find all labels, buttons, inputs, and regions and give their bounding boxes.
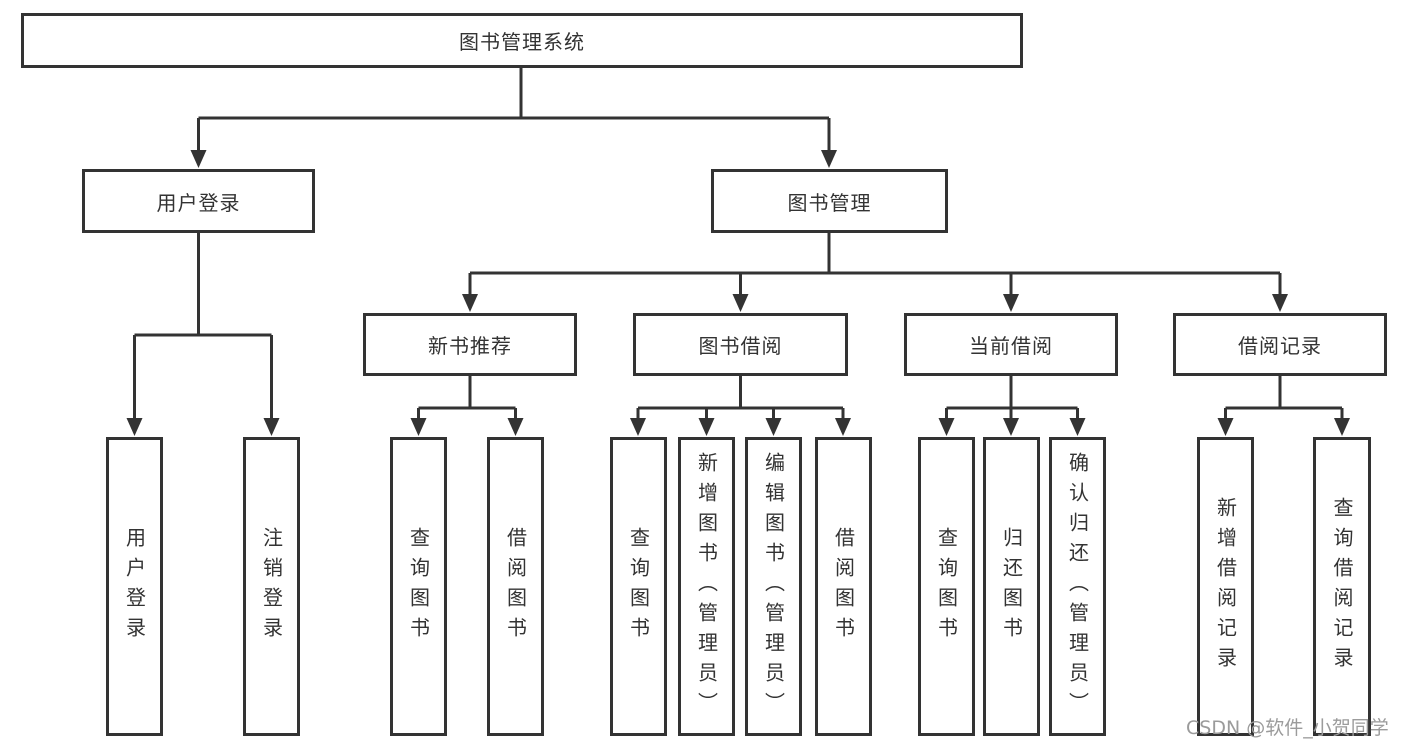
leaf-user-login: 用户登录 bbox=[106, 437, 163, 736]
node-borrow-records-label: 借阅记录 bbox=[1238, 334, 1322, 358]
node-root-system-label: 图书管理系统 bbox=[459, 30, 585, 54]
node-root-system: 图书管理系统 bbox=[21, 13, 1023, 68]
connector-login-to-leaves bbox=[126, 233, 280, 436]
leaf-add-borrow-record-label: 新增借阅记录 bbox=[1213, 496, 1238, 677]
connector-borrow-to-leaves bbox=[630, 376, 851, 436]
connector-recommend-to-leaves bbox=[410, 376, 524, 436]
leaf-query-books-recommend-label: 查询图书 bbox=[406, 526, 431, 647]
leaf-user-login-label: 用户登录 bbox=[122, 526, 147, 647]
node-user-login: 用户登录 bbox=[82, 169, 315, 233]
leaf-query-books-borrow: 查询图书 bbox=[610, 437, 667, 736]
node-new-book-recommend-label: 新书推荐 bbox=[428, 334, 512, 358]
node-current-borrow: 当前借阅 bbox=[904, 313, 1118, 376]
leaf-confirm-return-admin: 确认归还（管理员） bbox=[1049, 437, 1106, 736]
leaf-query-books-current: 查询图书 bbox=[918, 437, 975, 736]
node-borrow-records: 借阅记录 bbox=[1173, 313, 1387, 376]
leaf-add-book-admin: 新增图书（管理员） bbox=[678, 437, 735, 736]
csdn-watermark: CSDN @软件_小贺同学 bbox=[1186, 717, 1389, 739]
node-user-login-label: 用户登录 bbox=[156, 190, 241, 215]
leaf-borrow-books-recommend: 借阅图书 bbox=[487, 437, 544, 736]
leaf-borrow-books-recommend-label: 借阅图书 bbox=[503, 526, 528, 647]
leaf-query-books-borrow-label: 查询图书 bbox=[626, 526, 651, 647]
leaf-edit-book-admin-label: 编辑图书（管理员） bbox=[761, 451, 786, 722]
leaf-logout: 注销登录 bbox=[243, 437, 300, 736]
node-book-management: 图书管理 bbox=[711, 169, 948, 233]
leaf-query-borrow-record-label: 查询借阅记录 bbox=[1330, 496, 1354, 677]
node-book-management-label: 图书管理 bbox=[787, 190, 872, 215]
node-current-borrow-label: 当前借阅 bbox=[969, 334, 1053, 358]
leaf-borrow-books-label: 借阅图书 bbox=[831, 526, 856, 647]
connector-root-to-level2 bbox=[190, 68, 837, 168]
leaf-add-borrow-record: 新增借阅记录 bbox=[1197, 437, 1254, 736]
connector-current-to-leaves bbox=[938, 376, 1086, 436]
leaf-borrow-books: 借阅图书 bbox=[815, 437, 872, 736]
leaf-query-borrow-record: 查询借阅记录 bbox=[1313, 437, 1371, 736]
leaf-return-book-label: 归还图书 bbox=[999, 526, 1024, 647]
leaf-query-books-current-label: 查询图书 bbox=[934, 526, 959, 647]
leaf-return-book: 归还图书 bbox=[983, 437, 1040, 736]
leaf-confirm-return-admin-label: 确认归还（管理员） bbox=[1065, 451, 1090, 722]
connector-management-to-level3 bbox=[462, 233, 1288, 312]
connector-records-to-leaves bbox=[1217, 376, 1350, 436]
leaf-add-book-admin-label: 新增图书（管理员） bbox=[694, 451, 719, 722]
leaf-query-books-recommend: 查询图书 bbox=[390, 437, 447, 736]
leaf-edit-book-admin: 编辑图书（管理员） bbox=[745, 437, 802, 736]
leaf-logout-label: 注销登录 bbox=[259, 526, 284, 647]
node-book-borrow: 图书借阅 bbox=[633, 313, 848, 376]
node-book-borrow-label: 图书借阅 bbox=[698, 334, 783, 358]
node-new-book-recommend: 新书推荐 bbox=[363, 313, 577, 376]
